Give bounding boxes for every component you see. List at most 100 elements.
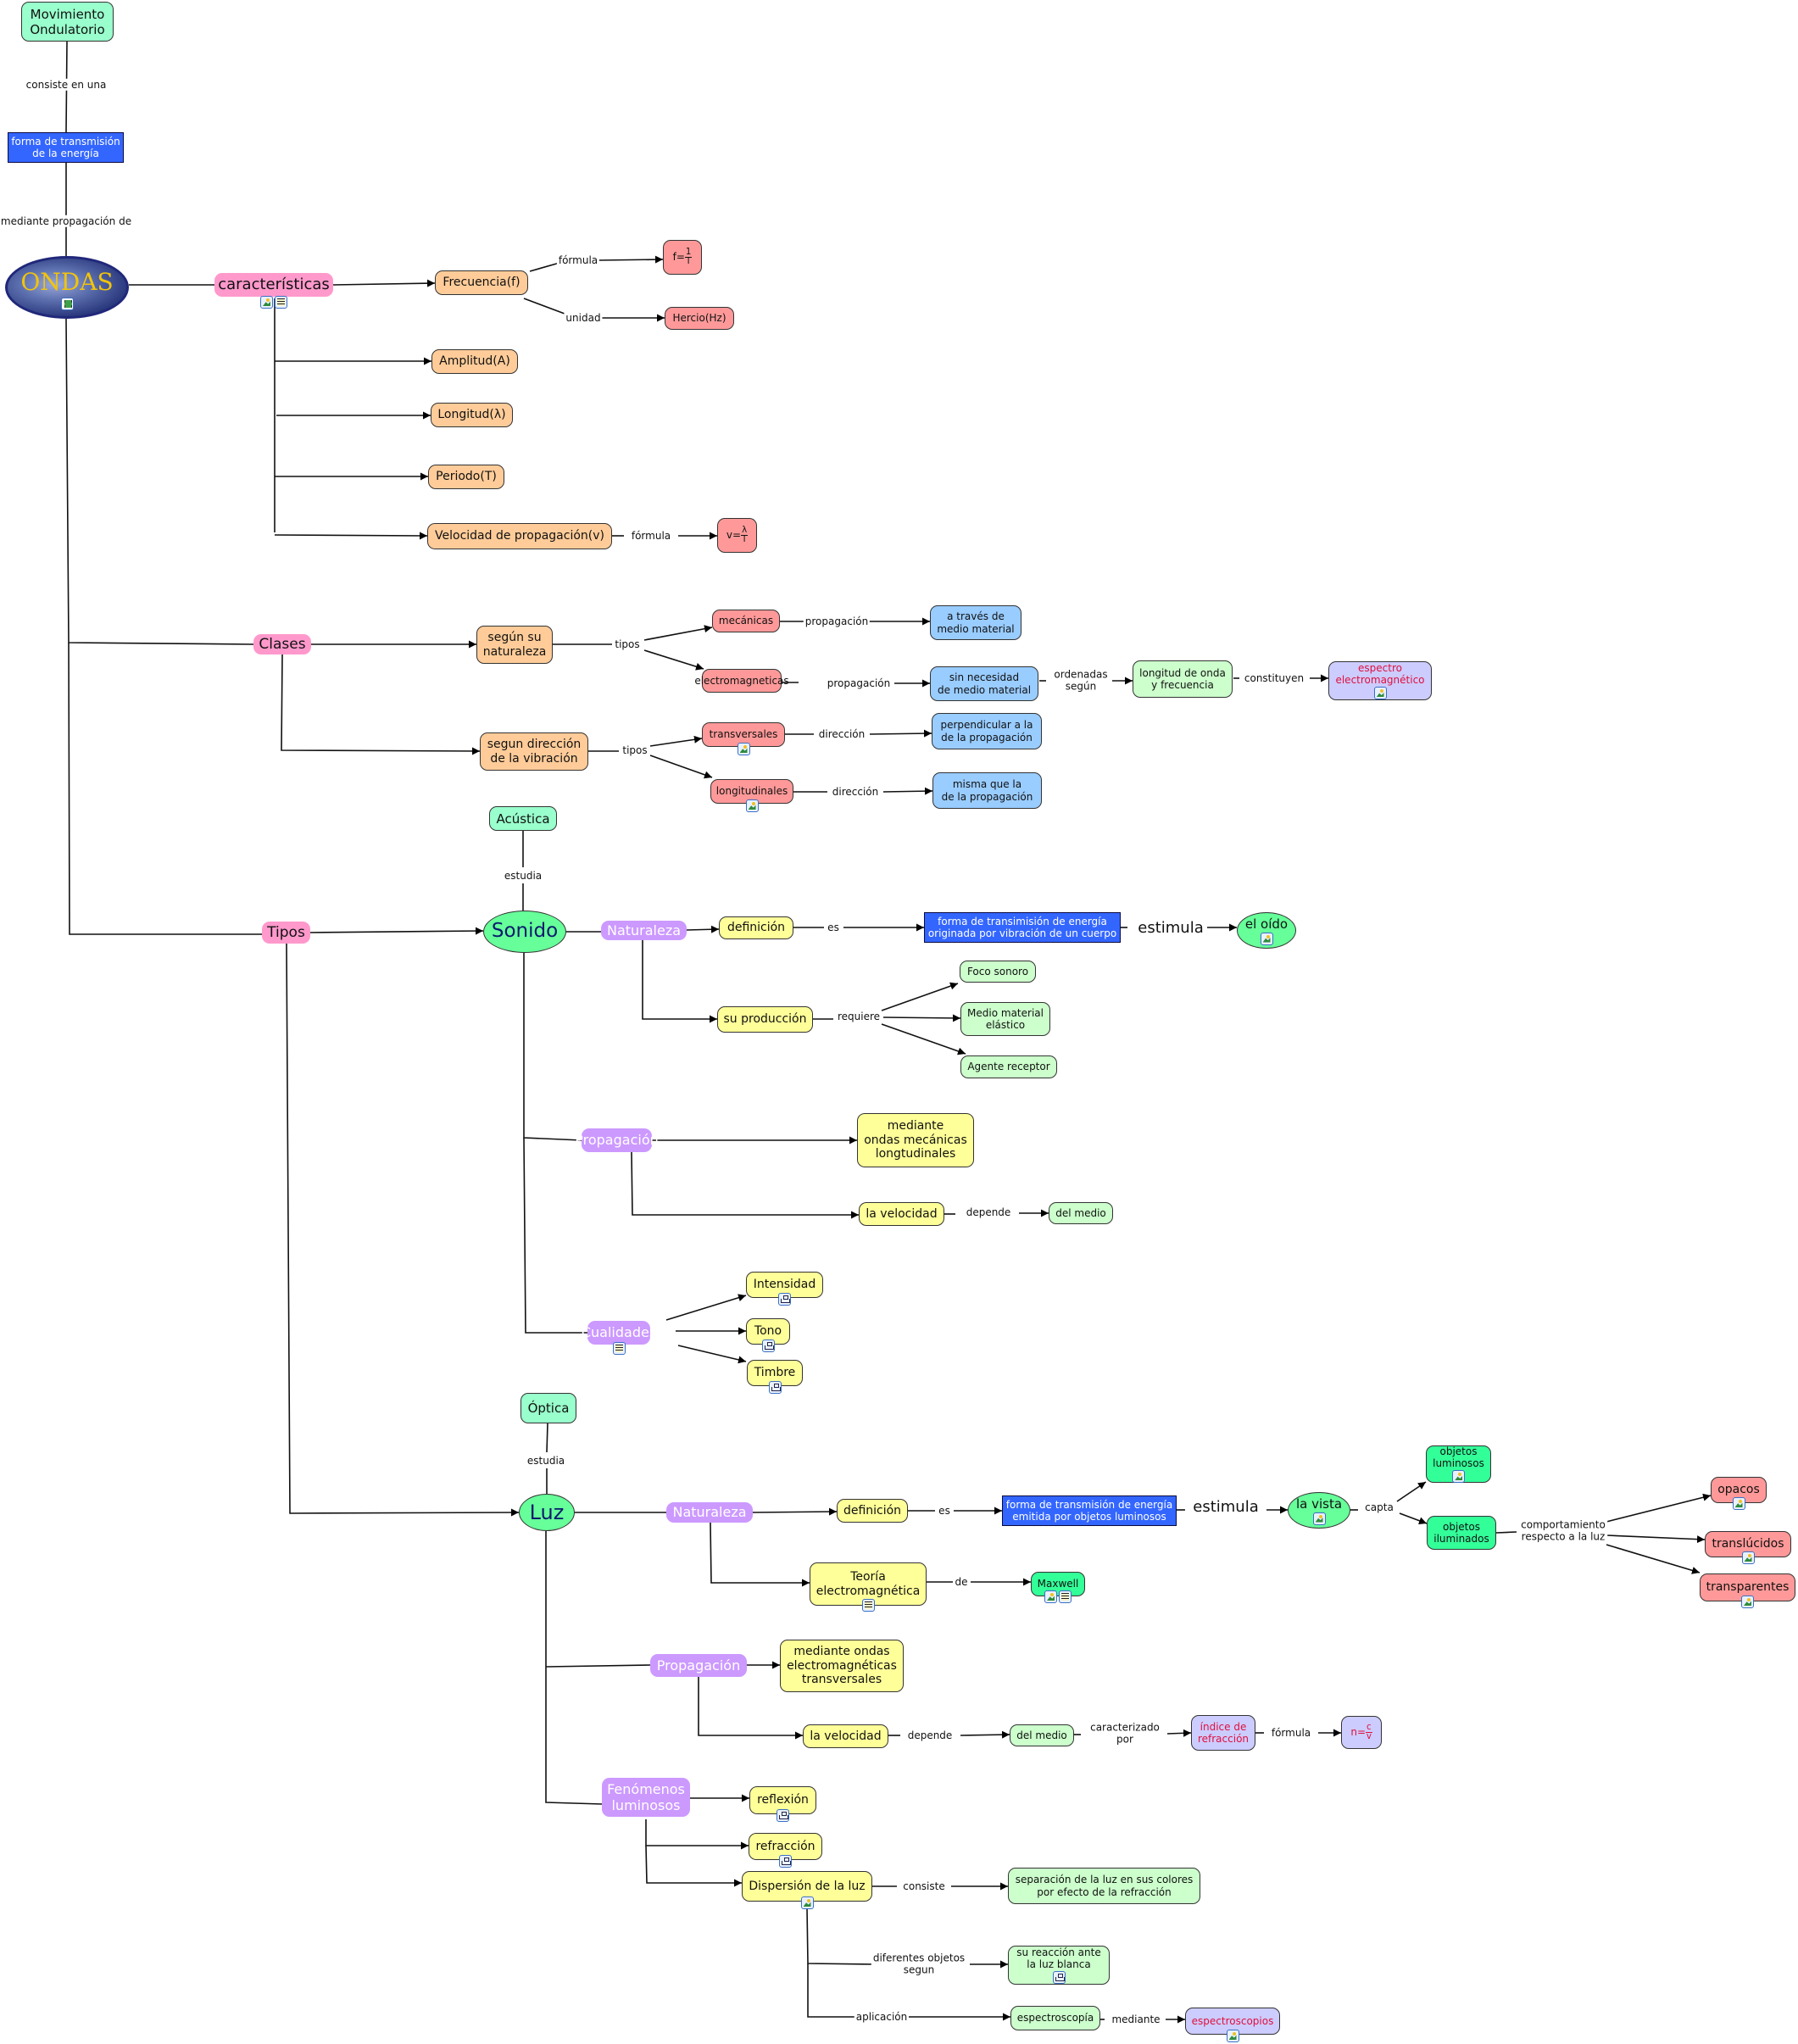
concept-misma-que[interactable]: misma que la de la propagación [932,772,1042,809]
connector-line [882,1014,961,1022]
connector-line [631,1151,859,1219]
image-resource-icon[interactable] [745,799,759,812]
concept-velocidad-propagacion[interactable]: Velocidad de propagación(v) [427,523,612,549]
concept-longitud-onda-frecuencia[interactable]: longitud de onda y frecuencia [1133,660,1233,698]
concept-sonido[interactable]: Sonido [483,911,566,953]
concept-agente-receptor[interactable]: Agente receptor [960,1055,1057,1078]
concept-tipos[interactable]: Tipos [262,922,310,944]
concept-la-velocidad-sonido[interactable]: la velocidad [859,1202,944,1226]
concept-timbre[interactable]: Timbre [747,1360,803,1394]
concept-map-link-icon[interactable] [779,1855,792,1868]
document-resource-icon[interactable] [612,1342,626,1355]
concept-longitudinales[interactable]: longitudinales [710,779,793,812]
concept-ondas-mecanicas-longitudinales[interactable]: mediante ondas mecánicas longtudinales [857,1113,974,1167]
image-resource-icon[interactable] [737,743,750,755]
image-resource-icon[interactable] [1732,1497,1745,1510]
concept-definicion-sonido[interactable]: definición [719,916,793,939]
concept-espectroscopia[interactable]: espectroscopía [1010,2006,1100,2030]
concept-ondas[interactable]: ONDAS [5,256,129,319]
image-resource-icon[interactable] [1452,1470,1465,1484]
concept-medio-material-elastico[interactable]: Medio material elástico [960,1002,1050,1036]
concept-espectro-electromagnetico[interactable]: espectro electromagnético [1328,661,1432,700]
concept-del-medio-luz[interactable]: del medio [1010,1724,1074,1746]
concept-reaccion-luz-blanca[interactable]: su reacción ante la luz blanca [1008,1946,1110,1985]
concept-definicion-luz-texto[interactable]: forma de transmisión de energía emitida … [1002,1495,1177,1526]
concept-hercio[interactable]: Hercio(Hz) [665,307,734,330]
document-resource-icon[interactable] [861,1599,875,1612]
concept-sin-necesidad-medio[interactable]: sin necesidad de medio material [930,666,1038,701]
document-resource-icon[interactable] [275,296,287,309]
concept-propagacion-luz[interactable]: Propagación [650,1654,747,1677]
concept-luz[interactable]: Luz [519,1494,575,1531]
concept-foco-sonoro[interactable]: Foco sonoro [960,961,1036,983]
concept-indice-refraccion[interactable]: índice de refracción [1191,1715,1255,1751]
concept-intensidad[interactable]: Intensidad [746,1272,823,1306]
concept-transversales[interactable]: transversales [702,722,785,755]
concept-definicion-sonido-texto[interactable]: forma de transimisión de energía origina… [924,912,1121,943]
concept-map-link-icon[interactable] [1052,1971,1066,1985]
concept-caracteristicas[interactable]: características [214,273,333,309]
concept-movimiento-ondulatorio[interactable]: Movimiento Ondulatorio [21,2,114,42]
concept-su-produccion[interactable]: su producción [717,1006,813,1033]
concept-frecuencia[interactable]: Frecuencia(f) [435,270,528,295]
concept-definicion-luz[interactable]: definición [837,1499,908,1523]
concept-transparentes[interactable]: transparentes [1700,1573,1795,1608]
concept-la-vista[interactable]: la vista [1288,1492,1350,1529]
image-resource-icon[interactable] [1260,932,1273,945]
concept-fenomenos-luminosos[interactable]: Fenómenos luminosos [602,1778,690,1817]
concept-perpendicular[interactable]: perpendicular a la de la propagación [932,713,1042,749]
concept-clases[interactable]: Clases [253,634,311,654]
link-unidad: unidad [564,311,603,325]
concept-tono[interactable]: Tono [746,1318,790,1352]
connector-line [529,262,560,272]
concept-map-link-icon[interactable] [777,1809,789,1822]
concept-map-link-icon[interactable] [768,1381,782,1394]
concept-translucidos[interactable]: translúcidos [1705,1531,1791,1564]
concept-dispersion-luz[interactable]: Dispersión de la luz [742,1871,872,1909]
concept-cualidades[interactable]: Cualidades [582,1321,656,1355]
concept-map-link-icon[interactable] [778,1293,791,1306]
video-resource-icon[interactable] [60,297,74,310]
concept-acustica[interactable]: Acústica [489,806,557,831]
link-requiere: requiere [835,1010,882,1023]
concept-segun-direccion[interactable]: segun dirección de la vibración [480,732,588,771]
concept-ondas-electromagneticas-transversales[interactable]: mediante ondas electromagnéticas transve… [780,1640,904,1692]
concept-espectroscopios[interactable]: espectroscopios [1185,2008,1280,2042]
document-resource-icon[interactable] [1059,1590,1072,1603]
image-resource-icon[interactable] [1226,2030,1239,2042]
concept-mecanicas[interactable]: mecánicas [712,610,780,632]
concept-electromagneticas[interactable]: electromagneticas [694,669,789,693]
concept-amplitud[interactable]: Amplitud(A) [431,349,518,374]
concept-la-velocidad-luz[interactable]: la velocidad [803,1724,888,1748]
concept-forma-transmision-energia[interactable]: forma de transmisión de la energía [8,132,124,163]
concept-naturaleza-sonido[interactable]: Naturaleza [601,921,687,940]
concept-refraccion[interactable]: refracción [749,1833,822,1868]
concept-maxwell[interactable]: Maxwell [1031,1572,1085,1603]
concept-periodo[interactable]: Periodo(T) [428,465,504,489]
concept-objetos-luminosos[interactable]: objetos luminosos [1426,1445,1491,1484]
image-resource-icon[interactable] [1741,1596,1754,1608]
concept-propagacion-sonido[interactable]: Propagación [575,1128,659,1152]
concept-opacos[interactable]: opacos [1711,1477,1767,1510]
concept-longitud[interactable]: Longitud(λ) [431,403,513,427]
concept-el-oido[interactable]: el oído [1237,912,1296,949]
image-resource-icon[interactable] [1373,687,1387,700]
image-resource-icon[interactable] [1312,1512,1326,1525]
concept-optica[interactable]: Óptica [520,1393,576,1423]
concept-naturaleza-luz[interactable]: Naturaleza [666,1502,753,1523]
concept-map-link-icon[interactable] [761,1339,775,1352]
image-resource-icon[interactable] [260,296,273,309]
concept-reflexion[interactable]: reflexión [749,1786,816,1822]
concept-segun-naturaleza[interactable]: según su naturaleza [476,626,553,664]
image-resource-icon[interactable] [1044,1590,1057,1603]
concept-separacion-luz[interactable]: separación de la luz en sus colores por … [1008,1868,1200,1904]
concept-del-medio-sonido[interactable]: del medio [1049,1202,1113,1224]
concept-teoria-electromagnetica[interactable]: Teoría electromagnética [810,1562,927,1612]
image-resource-icon[interactable] [1741,1551,1755,1564]
image-resource-icon[interactable] [800,1896,814,1909]
concept-objetos-iluminados[interactable]: objetos iluminados [1427,1516,1496,1550]
concept-a-traves-medio-material[interactable]: a través de medio material [930,605,1021,640]
